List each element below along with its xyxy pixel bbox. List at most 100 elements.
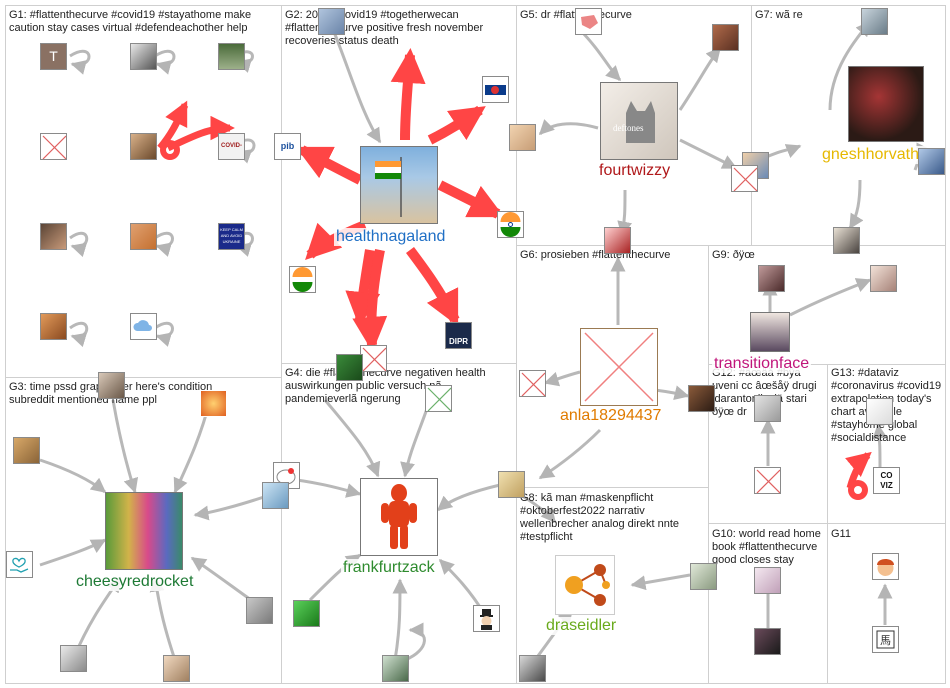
hub-node-healthnagaland[interactable] (360, 146, 438, 224)
avatar-node[interactable] (336, 354, 363, 381)
cloud-icon-node[interactable] (130, 313, 157, 340)
heart-hand-icon (10, 557, 29, 573)
avatar-node[interactable] (130, 223, 157, 250)
avatar-node[interactable] (218, 43, 245, 70)
missing-image-node[interactable] (754, 467, 781, 494)
group-panel-g11 (827, 523, 946, 684)
kanji-icon: 馬 (876, 630, 895, 649)
avatar-node[interactable]: T (40, 43, 67, 70)
india-flag-node[interactable] (497, 211, 524, 238)
missing-image-icon (756, 469, 780, 493)
svg-text:馬: 馬 (880, 634, 891, 647)
missing-image-icon (584, 332, 654, 402)
avatar-node[interactable] (246, 597, 273, 624)
avatar-node[interactable] (293, 600, 320, 627)
coviz-logo-node[interactable]: CO VIZ (873, 467, 900, 494)
group-title-g7: G7: wã re (755, 9, 803, 21)
avatar-node[interactable] (754, 567, 781, 594)
india-flag-icon (500, 212, 521, 237)
avatar-letter: T (49, 48, 58, 64)
molecule-icon (565, 564, 610, 606)
missing-image-icon (42, 135, 66, 159)
avatar-node[interactable] (604, 227, 631, 254)
hub-node-fourtwizzy[interactable]: deftones (600, 82, 678, 160)
missing-image-node[interactable] (519, 370, 546, 397)
group-title-g5: G5: dr #flattenthecurve (520, 9, 632, 21)
group-title-g1: G1: #flattenthecurve #covid19 #stayathom… (9, 9, 252, 34)
dipr-logo-node[interactable]: DIPR (445, 322, 472, 349)
hub-label-healthnagaland: healthnagaland (334, 228, 448, 246)
hub-label-fourtwizzy: fourtwizzy (597, 162, 673, 180)
cat-icon: deftones (613, 101, 655, 143)
avatar-node[interactable] (833, 227, 860, 254)
missing-image-node[interactable] (360, 345, 387, 372)
avatar-node[interactable] (918, 148, 945, 175)
avatar-node[interactable] (498, 471, 525, 498)
avatar-node[interactable] (60, 645, 87, 672)
avatar-node[interactable] (40, 223, 67, 250)
avatar-node[interactable] (482, 76, 509, 103)
monopoly-man-icon (480, 609, 493, 630)
hub-node-transitionface[interactable] (750, 312, 790, 352)
avatar-node[interactable] (130, 133, 157, 160)
avatar-node[interactable] (262, 482, 289, 509)
logo-icon (485, 85, 506, 95)
avatar-node[interactable] (754, 628, 781, 655)
avatar-node[interactable] (40, 313, 67, 340)
avatar-node[interactable] (712, 24, 739, 51)
missing-image-node[interactable] (425, 385, 452, 412)
check-icon (427, 387, 451, 411)
avatar-node[interactable] (98, 372, 125, 399)
hub-label-transitionface: transitionface (712, 355, 812, 373)
avatar-node[interactable] (870, 265, 897, 292)
avatar-node[interactable]: 馬 (872, 626, 899, 653)
avatar-node[interactable] (200, 390, 227, 417)
hub-node-anla18294437[interactable] (580, 328, 658, 406)
map-icon-node[interactable] (575, 8, 602, 35)
group-title-g4: G4: die #flattenthecurve negativen healt… (285, 367, 486, 405)
avatar-node[interactable] (318, 8, 345, 35)
keep-calm-node[interactable]: KEEP CALM AND AVOID UKRAINE (218, 223, 245, 250)
india-flag-node[interactable] (289, 266, 316, 293)
avatar-node[interactable] (130, 43, 157, 70)
covid19-tile-node[interactable]: COVID-19 (218, 133, 245, 160)
group-title-g10: G10: world read home book #flattenthecur… (712, 528, 821, 566)
hub-label-draseidler: draseidler (544, 617, 619, 635)
keep-calm-text: KEEP CALM AND AVOID UKRAINE (220, 227, 243, 244)
avatar-node[interactable] (13, 437, 40, 464)
avatar-node[interactable] (688, 385, 715, 412)
group-title-g6: G6: prosieben #flattenthecurve (520, 249, 671, 261)
avatar-node[interactable] (754, 395, 781, 422)
avatar-node[interactable] (872, 553, 899, 580)
missing-image-node[interactable] (40, 133, 67, 160)
avatar-node[interactable] (473, 605, 500, 632)
missing-image-node[interactable] (731, 165, 758, 192)
avatar-node[interactable] (163, 655, 190, 682)
covid19-tile-text: COVID-19 (221, 143, 242, 149)
dipr-logo-text: DIPR (448, 337, 469, 346)
hub-node-draseidler[interactable] (555, 555, 615, 615)
hub-label-anla18294437: anla18294437 (558, 407, 664, 425)
avatar-node[interactable] (519, 655, 546, 682)
avatar-node[interactable] (690, 563, 717, 590)
avatar-node[interactable] (509, 124, 536, 151)
avatar-node[interactable] (758, 265, 785, 292)
missing-image-icon (521, 372, 545, 396)
avatar-node[interactable] (861, 8, 888, 35)
hub-node-frankfurtzack[interactable] (360, 478, 438, 556)
map-icon (581, 15, 598, 29)
avatar-node[interactable] (382, 655, 409, 682)
heart-hand-node[interactable] (6, 551, 33, 578)
hub-node-cheesyredrocket[interactable] (105, 492, 183, 570)
group-title-g8: G8: kã man #maskenpflicht #oktoberfest20… (520, 492, 679, 543)
pib-logo-node[interactable]: pib (274, 133, 301, 160)
hub-label-gneshhorvath1: gneshhorvath1 (820, 146, 930, 164)
hazmat-suit-icon (381, 484, 417, 549)
avatar-node[interactable] (866, 398, 893, 425)
missing-image-icon (362, 347, 386, 371)
group-title-g11: G11 (831, 528, 851, 540)
hub-node-gneshhorvath1[interactable] (848, 66, 924, 142)
hub-label-frankfurtzack: frankfurtzack (341, 559, 437, 577)
